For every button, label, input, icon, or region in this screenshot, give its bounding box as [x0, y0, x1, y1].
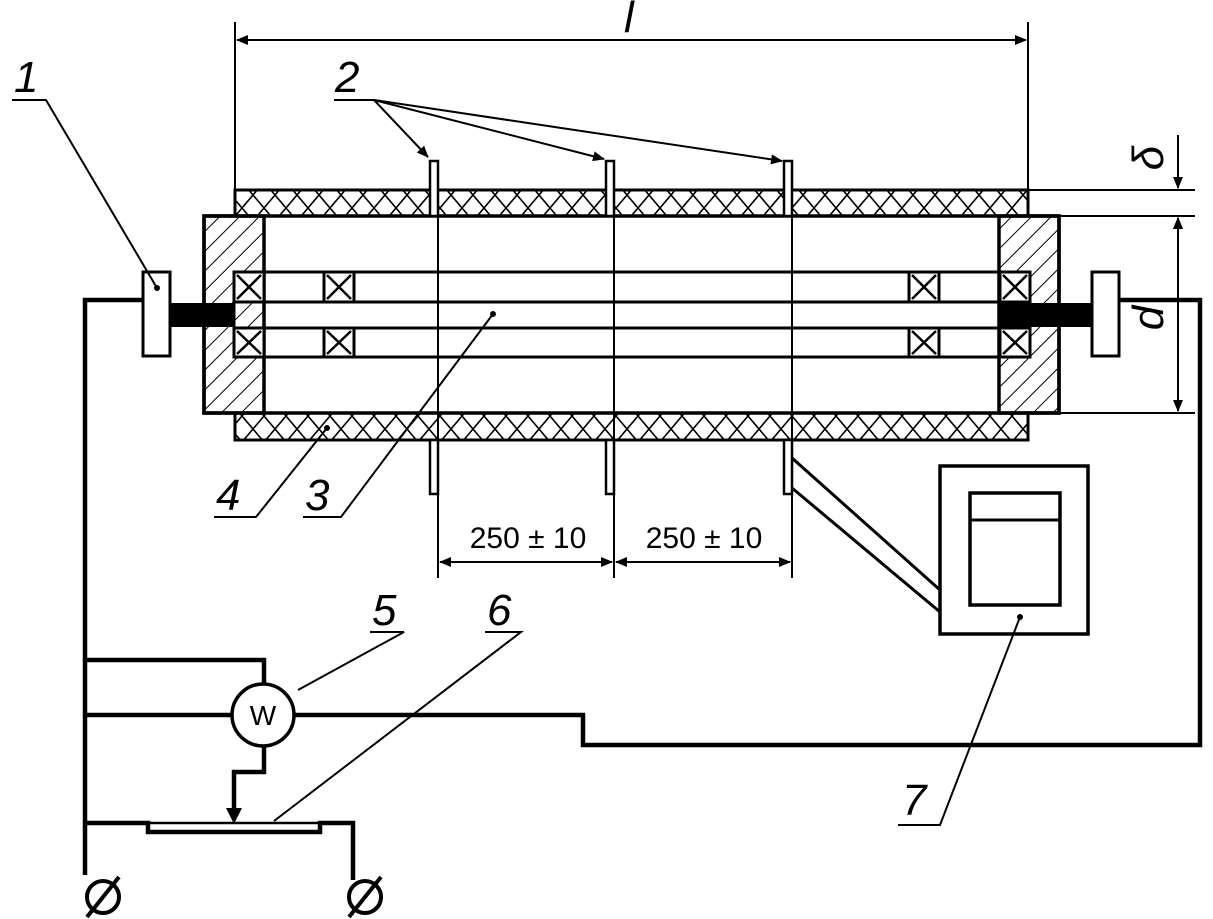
thermocouple-probes [428, 159, 794, 578]
diameter-dimension: d [1059, 217, 1195, 414]
leader-lines [12, 99, 1021, 826]
wattmeter: W [230, 682, 296, 748]
probe-spacing-dimensions: 250 ± 10 250 ± 10 [439, 522, 791, 567]
lead-rods [170, 303, 1092, 327]
spacer [998, 326, 1032, 359]
spacer [322, 270, 356, 304]
thickness-label: δ [1124, 145, 1173, 170]
label-wattmeter: 5 [372, 586, 397, 635]
supply-terminal-left [85, 875, 121, 919]
label-insulation: 4 [216, 471, 240, 520]
label-recorder: 7 [902, 776, 928, 825]
regulator-slider-arrow [226, 808, 242, 824]
wattmeter-symbol: W [250, 700, 277, 731]
supply-terminals [85, 875, 383, 919]
label-terminal: 1 [14, 53, 38, 102]
label-core: 3 [305, 471, 330, 520]
left-terminal [141, 270, 172, 358]
probe-arrows [373, 99, 783, 165]
supply-terminal-right [347, 875, 383, 919]
thickness-dimension: δ [1028, 135, 1195, 229]
length-dimension: l [234, 0, 1029, 190]
spacing-right-label: 250 ± 10 [646, 522, 763, 555]
recorder-cable [791, 456, 941, 614]
right-terminal [1090, 270, 1121, 358]
spacing-left-label: 250 ± 10 [470, 522, 587, 555]
spacer [998, 270, 1032, 304]
autotransformer [146, 821, 322, 834]
core-spacers [232, 270, 1032, 359]
length-label: l [624, 0, 635, 42]
spacer [907, 270, 941, 304]
tube-body [202, 214, 1061, 415]
insulation-leader-dot [324, 425, 330, 431]
spacer [322, 326, 356, 359]
label-regulator: 6 [487, 586, 512, 635]
diameter-label: d [1124, 304, 1173, 330]
spacer [232, 326, 266, 359]
spacer [907, 326, 941, 359]
insulation-layer [233, 188, 1030, 442]
label-probes: 2 [334, 53, 359, 102]
temperature-recorder [791, 456, 1090, 636]
spacer [232, 270, 266, 304]
